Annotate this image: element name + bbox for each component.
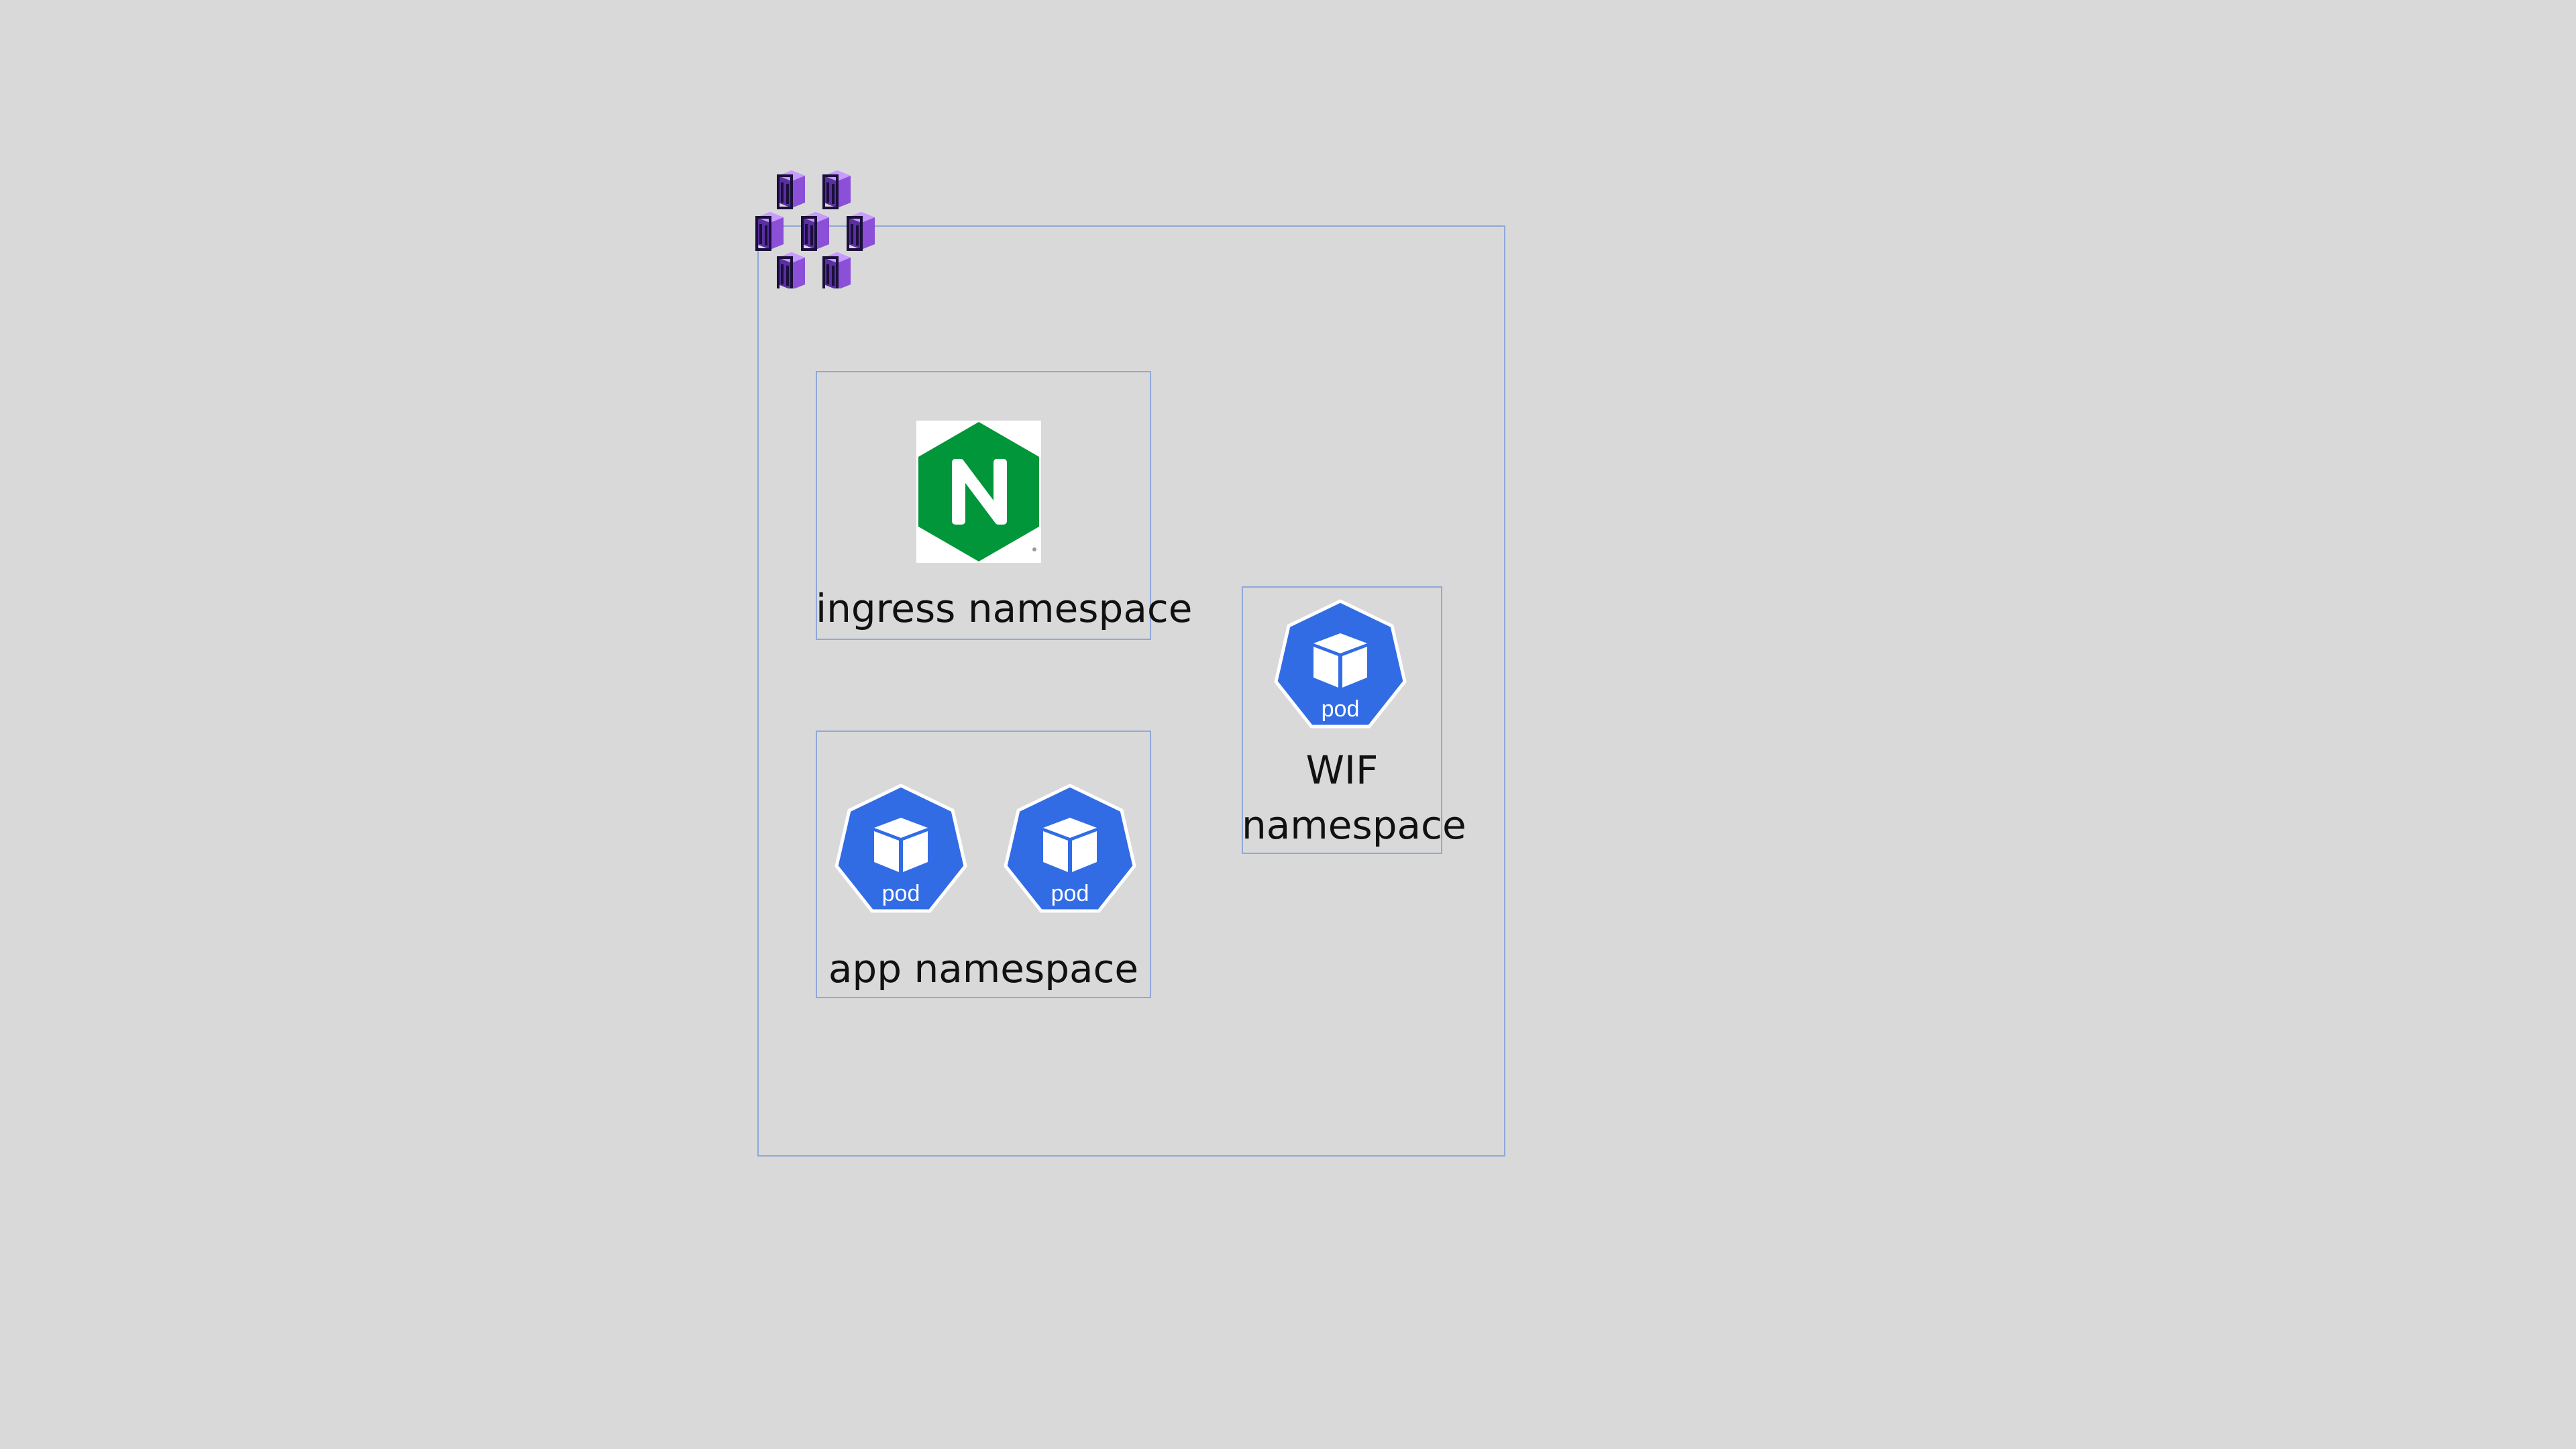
- aks-cluster-icon: [755, 169, 876, 288]
- app-namespace-label: app namespace: [828, 946, 1139, 991]
- pod-label: pod: [882, 881, 920, 906]
- pod-icon: pod: [1274, 599, 1407, 729]
- pod-icon: pod: [835, 784, 967, 913]
- pod-label: pod: [1322, 696, 1360, 722]
- wif-namespace-label-line1: WIF: [1305, 747, 1379, 793]
- ingress-namespace-label: ingress namespace: [816, 586, 1193, 631]
- pod-label: pod: [1051, 881, 1089, 906]
- nginx-icon: [916, 421, 1041, 563]
- wif-namespace-label-line2: namespace: [1242, 802, 1466, 848]
- ingress-namespace-box: [816, 371, 1151, 640]
- pod-icon: pod: [1004, 784, 1136, 913]
- app-namespace-box: [816, 731, 1151, 998]
- aks-cluster-boundary: [757, 225, 1505, 1157]
- wif-namespace-box: [1242, 586, 1442, 854]
